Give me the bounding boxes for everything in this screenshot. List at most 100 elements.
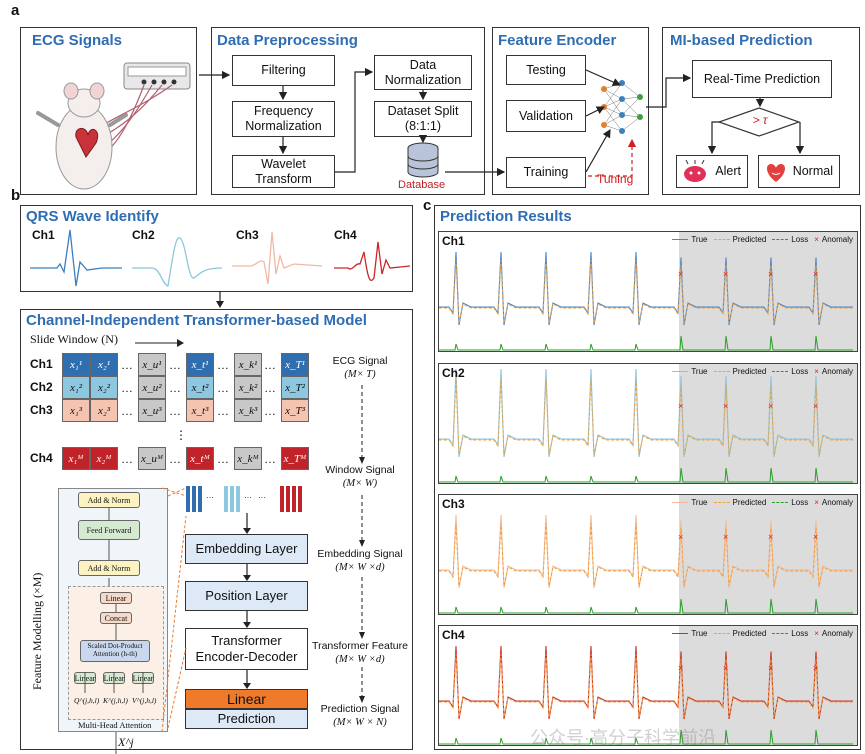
training-box: Training xyxy=(506,157,586,188)
anomaly-marker: × xyxy=(813,532,818,542)
dashed-flow-arrow xyxy=(359,385,365,703)
anomaly-marker: × xyxy=(723,532,728,542)
matrix-cell: x_u¹ xyxy=(138,353,166,376)
cell-ellipsis: … xyxy=(217,452,229,466)
anomaly-region xyxy=(679,626,857,745)
anomaly-region xyxy=(679,495,857,614)
add-norm-bottom: Add & Norm xyxy=(78,560,140,576)
result-plot-svg: ×××× xyxy=(439,364,857,483)
legend-entry: True xyxy=(672,498,708,507)
database-label: Database xyxy=(398,179,446,191)
anomaly-marker: × xyxy=(768,401,773,411)
legend-entry: Predicted xyxy=(713,629,766,638)
matrix-row-label: Ch3 xyxy=(30,403,53,417)
qrs-panel xyxy=(20,205,413,292)
matrix-cell: x₂ᴹ xyxy=(90,447,118,470)
svg-text:···: ··· xyxy=(206,493,214,502)
testing-box: Testing xyxy=(506,55,586,85)
matrix-cell: x₁¹ xyxy=(62,353,90,376)
matrix-cell: x₂¹ xyxy=(90,353,118,376)
result-plot-label: Ch1 xyxy=(442,234,465,248)
loss-series xyxy=(439,467,853,483)
q-label: Q^(j,h,l) xyxy=(74,696,100,705)
result-plot-label: Ch2 xyxy=(442,366,465,380)
cell-ellipsis: … xyxy=(121,381,133,395)
anomaly-marker: × xyxy=(813,401,818,411)
matrix-cell: x_kᴹ xyxy=(234,447,262,470)
anomaly-marker: × xyxy=(768,532,773,542)
matrix-row-label: Ch4 xyxy=(30,451,53,465)
prediction-signal-label: Prediction Signal(M× W × N) xyxy=(320,703,400,729)
v-label: V^(j,h,l) xyxy=(132,696,157,705)
anomaly-marker: × xyxy=(813,663,818,673)
loss-series xyxy=(439,598,853,614)
legend-entry: Predicted xyxy=(713,235,766,244)
matrix-cell: x_T² xyxy=(281,376,309,399)
window-signal-label: Window Signal(M× W) xyxy=(325,464,395,490)
result-plot-svg: ×××× xyxy=(439,495,857,614)
qrs-ch1-label: Ch1 xyxy=(32,228,55,242)
matrix-cell: x_u² xyxy=(138,376,166,399)
anomaly-marker: × xyxy=(723,401,728,411)
frequency-normalization-box: Frequency Normalization xyxy=(232,101,335,137)
matrix-cell: x₂² xyxy=(90,376,118,399)
predicted-series xyxy=(439,260,853,324)
svg-text:···: ··· xyxy=(244,493,252,502)
anomaly-region xyxy=(679,232,857,351)
anomaly-marker: × xyxy=(723,269,728,279)
anomaly-marker: × xyxy=(768,269,773,279)
data-normalization-box: Data Normalization xyxy=(374,55,472,90)
matrix-cell: x_Tᴹ xyxy=(281,447,309,470)
feature-modelling-arrows xyxy=(84,488,187,754)
qrs-wave-ch4 xyxy=(334,241,411,282)
matrix-cell: x_uᴹ xyxy=(138,447,166,470)
predicted-series xyxy=(439,523,853,587)
result-legend: True Predicted Loss ×Anomaly xyxy=(672,235,853,244)
legend-entry: True xyxy=(672,367,708,376)
legend-entry: Loss xyxy=(772,629,808,638)
qrs-waves xyxy=(30,229,411,287)
svg-text:···: ··· xyxy=(258,493,266,502)
cell-ellipsis: … xyxy=(264,452,276,466)
ecg-signal-label: ECG Signal(M× T) xyxy=(332,355,388,381)
threshold-label: > τ xyxy=(752,113,768,127)
ecg-signals-panel xyxy=(20,27,197,195)
mha-label: Multi-Head Attention xyxy=(78,720,152,730)
matrix-cell: x₂³ xyxy=(90,399,118,422)
add-norm-top: Add & Norm xyxy=(78,492,140,508)
cell-ellipsis: … xyxy=(121,404,133,418)
qrs-wave-ch2 xyxy=(132,237,223,287)
qrs-ch3-label: Ch3 xyxy=(236,228,259,242)
qrs-ch2-label: Ch2 xyxy=(132,228,155,242)
mha-linear-box: Linear xyxy=(100,592,132,604)
normal-heart-icon xyxy=(766,164,786,182)
model-block-arrows xyxy=(243,513,251,689)
matrix-row-label: Ch2 xyxy=(30,380,53,394)
panel-tag-a: a xyxy=(11,2,20,19)
neural-network-icon xyxy=(601,80,643,134)
predicted-series xyxy=(439,654,853,718)
alert-heart-icon xyxy=(684,160,706,182)
cell-ellipsis: … xyxy=(217,404,229,418)
mi-prediction-title: MI-based Prediction xyxy=(670,32,813,49)
concat-box: Concat xyxy=(100,612,132,624)
legend-entry: ×Anomaly xyxy=(814,235,853,244)
legend-entry: Loss xyxy=(772,367,808,376)
panel-a-arrows xyxy=(199,67,805,177)
cell-ellipsis: … xyxy=(264,404,276,418)
matrix-cell: x₁ᴹ xyxy=(62,447,90,470)
results-title: Prediction Results xyxy=(440,208,572,225)
legend-entry: True xyxy=(672,235,708,244)
legend-entry: Loss xyxy=(772,498,808,507)
zoom-dashed-lines xyxy=(161,487,187,733)
prediction-box: Prediction xyxy=(185,709,308,729)
legend-entry: Loss xyxy=(772,235,808,244)
realtime-prediction-box: Real-Time Prediction xyxy=(692,60,832,98)
wavelet-transform-box: Wavelet Transform xyxy=(232,155,335,188)
loss-series xyxy=(439,729,853,745)
transformer-box: Transformer Encoder-Decoder xyxy=(185,628,308,670)
